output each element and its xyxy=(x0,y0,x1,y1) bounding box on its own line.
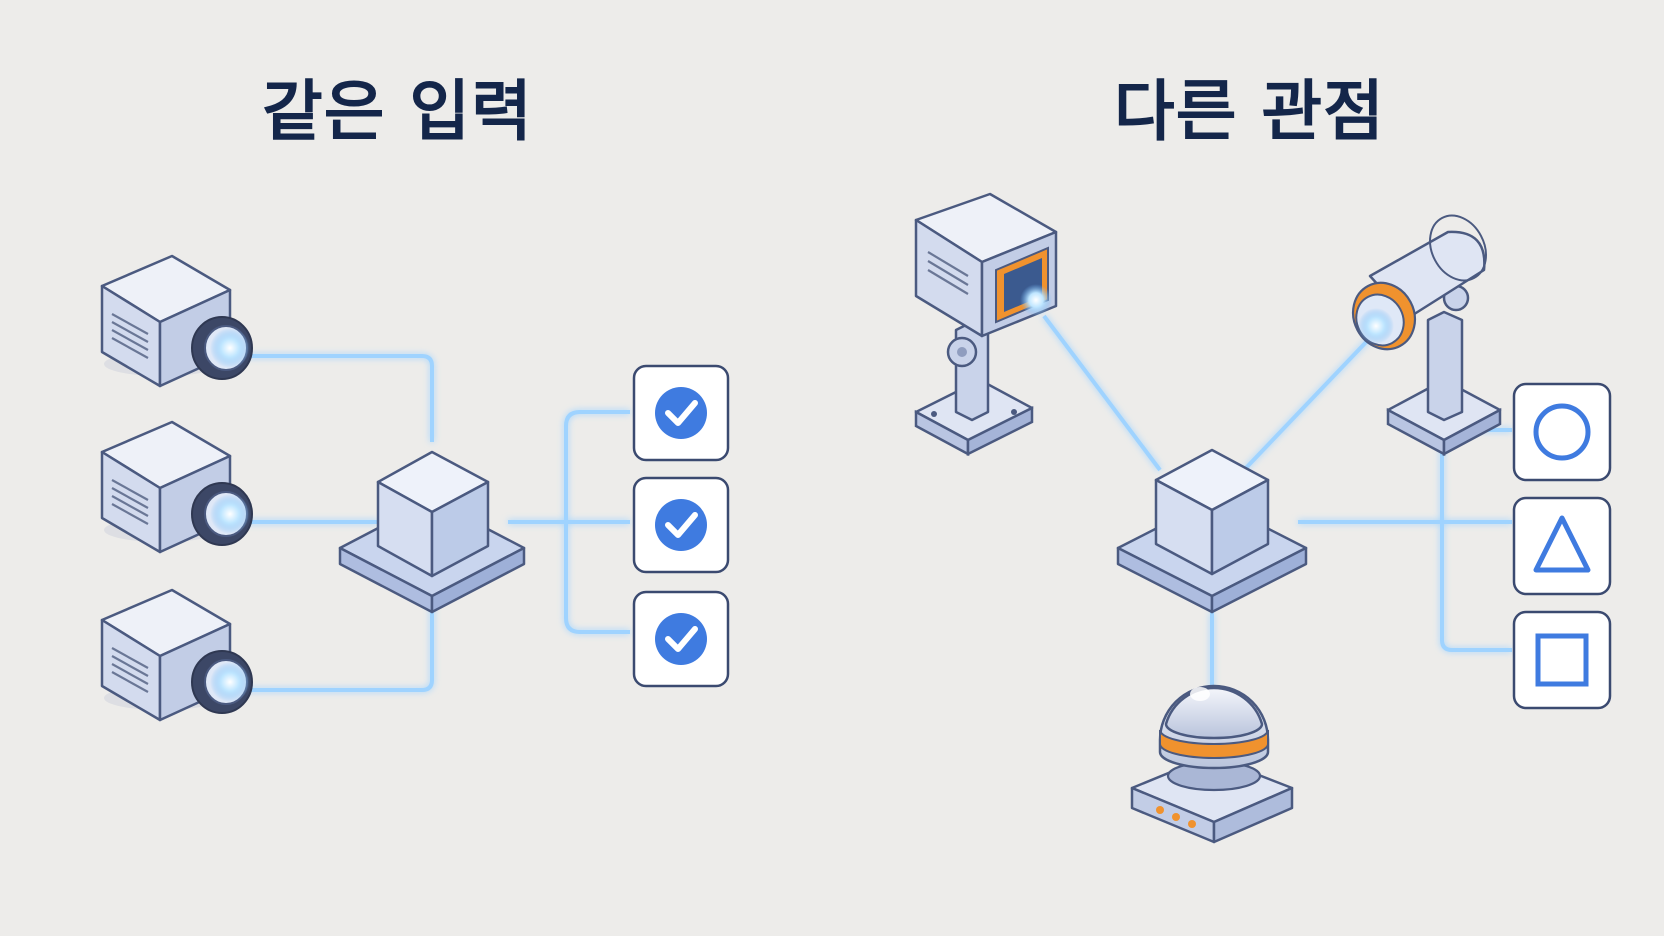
left-camera-3 xyxy=(100,588,254,722)
left-connections xyxy=(238,354,630,692)
left-camera-2 xyxy=(100,420,254,554)
right-center-cube xyxy=(1116,448,1308,614)
left-center-cube xyxy=(338,450,526,614)
left-panel-title: 같은 입력 xyxy=(262,73,533,150)
check-output-1 xyxy=(634,366,728,460)
triangle-output xyxy=(1512,496,1612,596)
left-camera-1 xyxy=(100,254,254,388)
check-output-2 xyxy=(634,478,728,572)
box-camera xyxy=(914,192,1058,457)
dome-sensor xyxy=(1130,684,1294,844)
circle-output xyxy=(1512,382,1612,482)
right-panel-title: 다른 관점 xyxy=(1114,73,1385,150)
check-output-3 xyxy=(634,592,728,686)
square-output xyxy=(1512,610,1612,710)
tube-camera xyxy=(1351,214,1502,457)
